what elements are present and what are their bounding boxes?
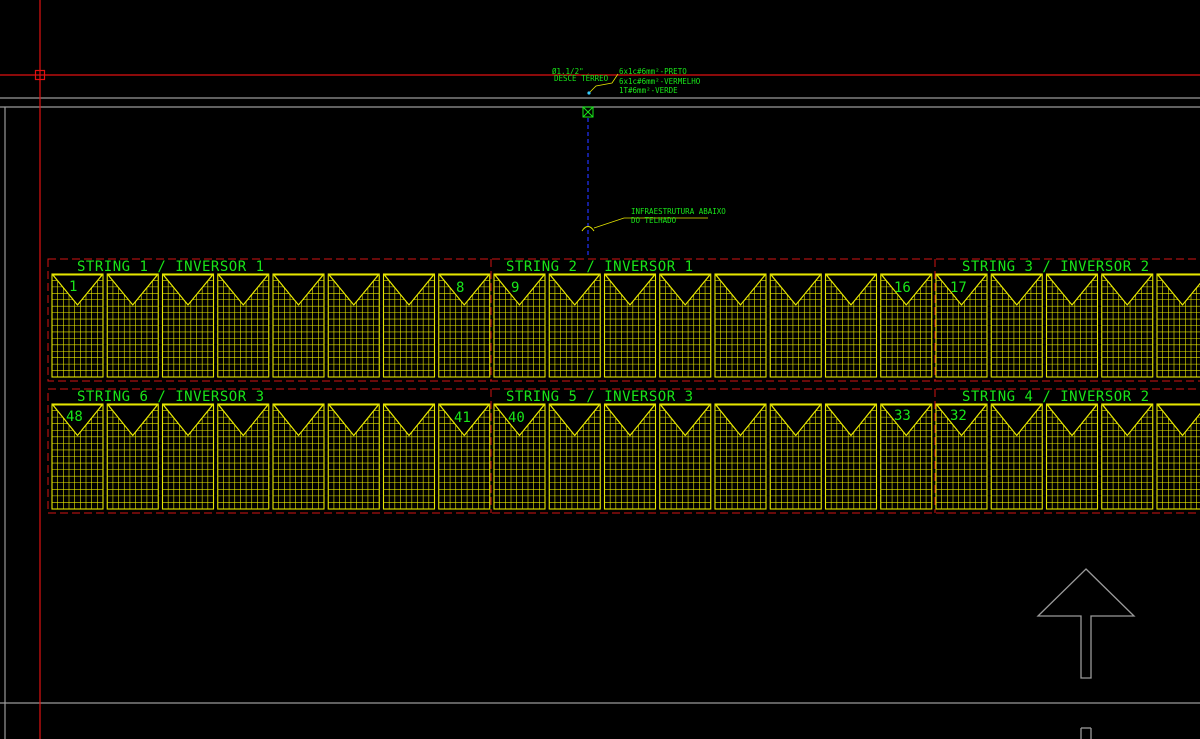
pv-module [106, 273, 159, 378]
pv-module [714, 273, 767, 378]
pv-module [161, 273, 215, 378]
module-number-17: 17 [950, 280, 967, 296]
conduit-drop-arc-icon [581, 226, 595, 232]
pv-module [327, 273, 380, 378]
pv-module [161, 403, 215, 510]
pv-module [272, 403, 325, 510]
pv-module [438, 403, 491, 510]
module-number-41: 41 [454, 410, 471, 426]
pv-module [880, 273, 933, 378]
string-5-label: STRING 5 / INVERSOR 3 [506, 389, 694, 405]
infra-note-line1: INFRAESTRUTURA ABAIXO [631, 207, 726, 216]
cable-leader-line [587, 73, 619, 95]
pv-module [990, 273, 1043, 378]
string-6-label: STRING 6 / INVERSOR 3 [77, 389, 265, 405]
grid-node-marker [34, 69, 46, 81]
string-labels: STRING 1 / INVERSOR 1 STRING 2 / INVERSO… [77, 259, 1150, 405]
infra-leader-line [593, 217, 708, 229]
pv-module [493, 403, 546, 510]
pv-module [382, 273, 436, 378]
pv-module [1156, 273, 1200, 378]
string-1-label: STRING 1 / INVERSOR 1 [77, 259, 265, 275]
pv-module [548, 403, 601, 510]
conduit-run [581, 73, 708, 258]
cable-spec-1: 6x1c#6mm²-PRETO [619, 67, 687, 76]
string-2-label: STRING 2 / INVERSOR 1 [506, 259, 694, 275]
pv-module [1045, 403, 1099, 510]
pv-module [1045, 273, 1099, 378]
pv-module [1101, 403, 1154, 510]
pv-module [880, 403, 933, 510]
conduit-note: Ø1.1/2" DESCE TÉRREO 6x1c#6mm²-PRETO 6x1… [552, 67, 701, 95]
pv-module [327, 403, 380, 510]
pv-module [769, 403, 822, 510]
module-number-32: 32 [950, 408, 967, 424]
string-boundary [47, 258, 1200, 382]
module-numbers: 1 8 9 16 17 48 41 40 33 32 [66, 279, 967, 426]
pv-module [217, 273, 270, 378]
cable-spec-3: 1T#6mm²-VERDE [619, 86, 678, 95]
pv-module [217, 403, 270, 510]
cable-spec-2: 6x1c#6mm²-VERMELHO [619, 77, 701, 86]
pv-module [106, 403, 159, 510]
pv-module [659, 273, 712, 378]
string-3-label: STRING 3 / INVERSOR 2 [962, 259, 1150, 275]
pv-module [272, 273, 325, 378]
pv-module [935, 273, 988, 378]
string-4-label: STRING 4 / INVERSOR 2 [962, 389, 1150, 405]
infra-note: INFRAESTRUTURA ABAIXO DO TELHADO [631, 207, 726, 225]
pv-module [603, 403, 657, 510]
conduit-desc-text: DESCE TÉRREO [554, 74, 609, 83]
pv-module [769, 273, 822, 378]
north-arrow-icon [1036, 568, 1136, 739]
infra-note-line2: DO TELHADO [631, 216, 677, 225]
module-number-1: 1 [69, 279, 77, 295]
pv-module [382, 403, 436, 510]
pv-module [1156, 403, 1200, 510]
building-outline [0, 97, 1200, 739]
module-number-9: 9 [511, 280, 519, 296]
pv-module [603, 273, 657, 378]
module-number-40: 40 [508, 410, 525, 426]
pv-module-arrays [47, 258, 1200, 514]
pv-module [493, 273, 546, 378]
pv-module [659, 403, 712, 510]
pv-module [51, 403, 104, 510]
pv-module [824, 403, 878, 510]
pv-module [935, 403, 988, 510]
pv-module [990, 403, 1043, 510]
pv-module [438, 273, 491, 378]
string-boundary [47, 388, 1200, 514]
pv-module [1101, 273, 1154, 378]
module-number-33: 33 [894, 408, 911, 424]
pv-module [548, 273, 601, 378]
conduit-size-text: Ø1.1/2" [552, 67, 584, 76]
module-number-16: 16 [894, 280, 911, 296]
pv-module [51, 273, 104, 378]
module-number-8: 8 [456, 280, 464, 296]
pv-module [824, 273, 878, 378]
pv-module [714, 403, 767, 510]
junction-box-icon [582, 106, 594, 118]
module-number-48: 48 [66, 409, 83, 425]
